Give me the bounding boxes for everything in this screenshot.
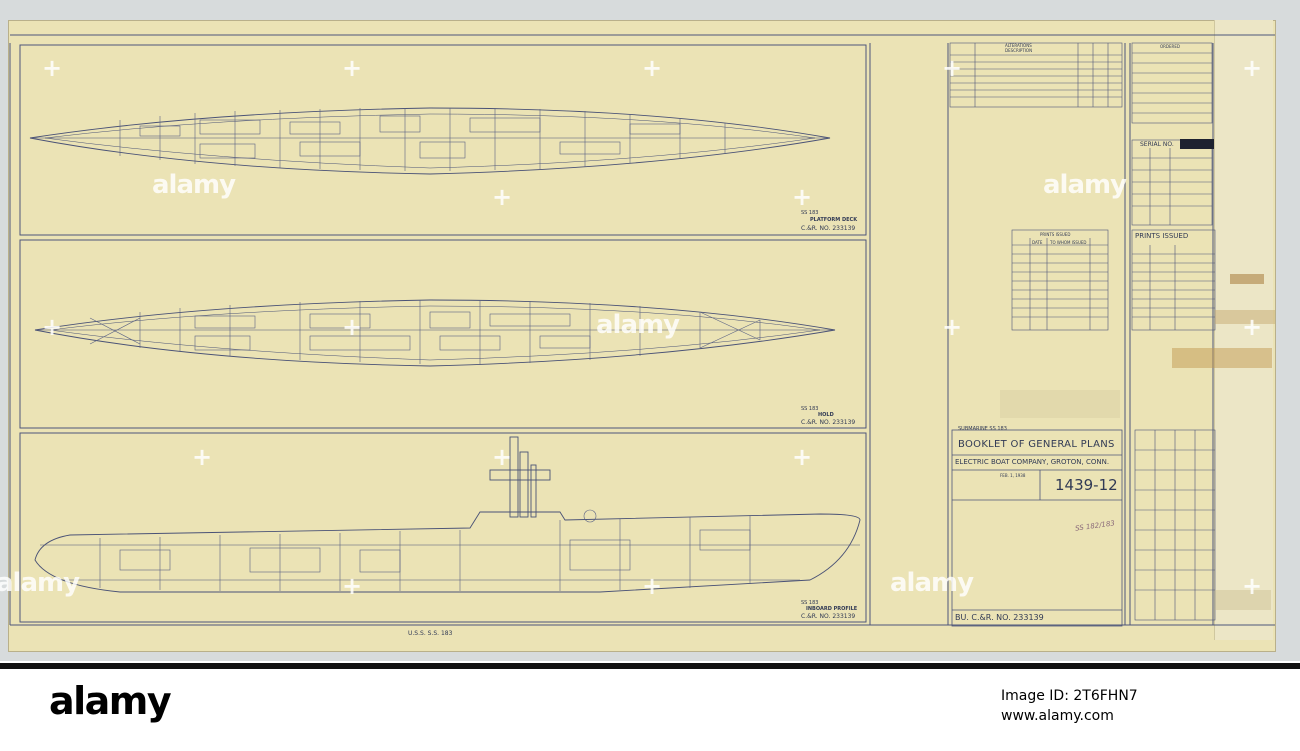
view-label-hold: HOLD [818,412,834,418]
inboard-profile [34,436,861,593]
serial-redaction [1180,139,1214,149]
view-label-car-no-3: C.&R. NO. 233139 [801,613,856,620]
view-label-car-no-2: C.&R. NO. 233139 [801,419,856,426]
watermark-plus-icon: + [792,443,813,471]
prints-col-to-whom: TO WHOM ISSUED [1050,240,1087,245]
watermark-plus-icon: + [942,313,963,341]
platform-deck-plan [29,107,831,175]
right-column-tables [1131,42,1216,621]
view-label-inboard-profile: INBOARD PROFILE [806,606,858,612]
watermark-plus-icon: + [1242,54,1263,82]
hold-plan [34,299,836,367]
watermark-logo: alamy [0,568,80,598]
view-label-submarine-1: SS 183 [801,210,819,216]
prints-col-date: DATE [1032,240,1043,245]
watermark-plus-icon: + [342,313,363,341]
prints-issued-table-center [1011,229,1109,331]
tape-stain [1230,274,1264,284]
watermark-plus-icon: + [492,443,513,471]
title-block-date: FEB. 1, 1938 [1000,473,1026,478]
watermark-plus-icon: + [492,183,513,211]
footer-divider [0,663,1300,669]
alterations-header: ALTERATIONS [1005,43,1032,48]
footer-domain: www.alamy.com [1001,708,1114,724]
hull-label: U.S.S. S.S. 183 [408,630,453,637]
watermark-plus-icon: + [192,443,213,471]
watermark-logo: alamy [152,170,236,200]
watermark-plus-icon: + [792,183,813,211]
watermark-plus-icon: + [1242,313,1263,341]
view-label-platform-deck: PLATFORM DECK [810,217,858,223]
faded-patch [1000,390,1120,418]
drawing-number: 1439-12 [1055,476,1118,494]
watermark-plus-icon: + [42,54,63,82]
watermark-plus-icon: + [42,313,63,341]
watermark-plus-icon: + [1242,572,1263,600]
title-block [951,429,1123,627]
watermark-logo: alamy [596,310,680,340]
serial-label: SERIAL NO. [1140,141,1174,148]
view-frame-platform-deck [19,44,867,236]
view-label-submarine-2: SS 183 [801,406,819,412]
prints-issued-right-title: PRINTS ISSUED [1135,232,1189,240]
alterations-desc: DESCRIPTION [1005,48,1033,53]
sheet-torn-edge [1214,20,1273,640]
tape-stain [1215,310,1275,324]
watermark-logo: alamy [890,568,974,598]
watermark-plus-icon: + [942,54,963,82]
bu-car-no: BU. C.&R. NO. 233139 [955,613,1044,622]
tape-stain [1215,590,1271,610]
view-frame-inboard-profile [19,432,867,623]
view-frame-hold [19,239,867,429]
watermark-plus-icon: + [642,54,663,82]
view-label-submarine-3: SS 183 [801,600,819,606]
watermark-plus-icon: + [642,572,663,600]
alterations-table [949,42,1123,108]
title-block-title: BOOKLET OF GENERAL PLANS [958,439,1115,450]
title-block-submarine: SUBMARINE SS 183 [958,426,1007,432]
blueprint-drawing [9,34,1275,627]
title-block-company: ELECTRIC BOAT COMPANY, GROTON, CONN. [955,458,1110,466]
ordered-label: ORDERED [1160,44,1180,49]
footer-image-id: Image ID: 2T6FHN7 [1001,688,1138,704]
tape-stain [1172,348,1272,368]
prints-issued-center-title: PRINTS ISSUED [1040,232,1071,237]
footer-logo: alamy [49,679,172,723]
stock-footer: alamy Image ID: 2T6FHN7 www.alamy.com [0,661,1300,751]
view-label-car-no-1: C.&R. NO. 233139 [801,225,856,232]
watermark-logo: alamy [1043,170,1127,200]
watermark-plus-icon: + [342,572,363,600]
watermark-plus-icon: + [342,54,363,82]
